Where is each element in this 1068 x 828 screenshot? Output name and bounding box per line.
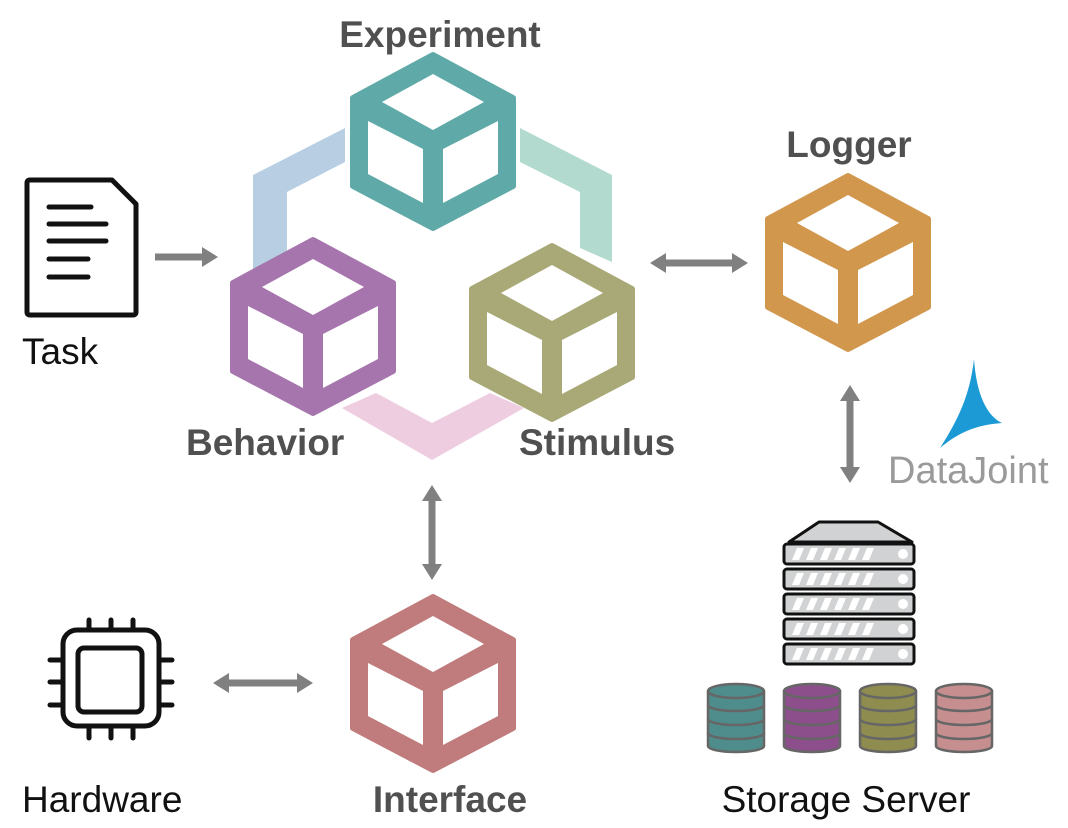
connector-experiment-behavior (253, 128, 345, 272)
connector-experiment-stimulus (520, 128, 612, 262)
storage-server-label: Storage Server (722, 779, 971, 820)
cube-top-face (382, 74, 484, 130)
arrow-modules-interface (422, 485, 442, 580)
experiment-label: Experiment (339, 14, 541, 55)
cube-right-face (443, 663, 498, 745)
cube-left-face (248, 306, 303, 388)
chip-icon (47, 617, 175, 741)
interface-cube-icon (350, 594, 516, 773)
cube-left-face (487, 312, 542, 394)
cube-right-face (858, 242, 913, 324)
interface-label: Interface (373, 779, 527, 820)
cube-right-face (443, 121, 498, 203)
server-unit (782, 592, 916, 616)
stimulus-cube-icon (469, 243, 635, 422)
experiment-cube-icon (350, 52, 516, 231)
stimulus-label: Stimulus (519, 422, 675, 463)
task-label: Task (22, 331, 99, 372)
database-icon (782, 682, 842, 754)
arrow-stimulus-logger (650, 253, 748, 273)
cube-left-face (368, 663, 423, 745)
behavior-label: Behavior (186, 422, 344, 463)
arrow-logger-storage (840, 385, 860, 483)
datajoint-label: DataJoint (888, 450, 1049, 492)
server-rack-icon (782, 520, 916, 666)
server-unit (782, 567, 916, 591)
server-unit (782, 542, 916, 566)
server-top (787, 520, 914, 544)
database-icon (858, 682, 918, 754)
logger-label: Logger (786, 124, 911, 165)
server-unit (782, 617, 916, 641)
behavior-cube-icon (230, 237, 396, 416)
cube-left-face (783, 242, 838, 324)
arrow-task-to-behavior (155, 247, 218, 267)
logger-cube-icon (765, 173, 931, 352)
cube-left-face (368, 121, 423, 203)
cube-right-face (562, 312, 617, 394)
cube-top-face (501, 265, 603, 321)
document-icon (24, 177, 139, 318)
cube-top-face (797, 195, 899, 251)
cube-top-face (262, 259, 364, 315)
database-icon (706, 682, 766, 754)
cube-top-face (382, 616, 484, 672)
cube-right-face (323, 306, 378, 388)
arrow-hardware-interface (213, 673, 313, 693)
datajoint-logo-icon (940, 359, 1002, 448)
server-unit (782, 642, 916, 666)
connector-behavior-stimulus (342, 393, 524, 460)
hardware-label: Hardware (22, 779, 182, 820)
database-icon (934, 682, 994, 754)
